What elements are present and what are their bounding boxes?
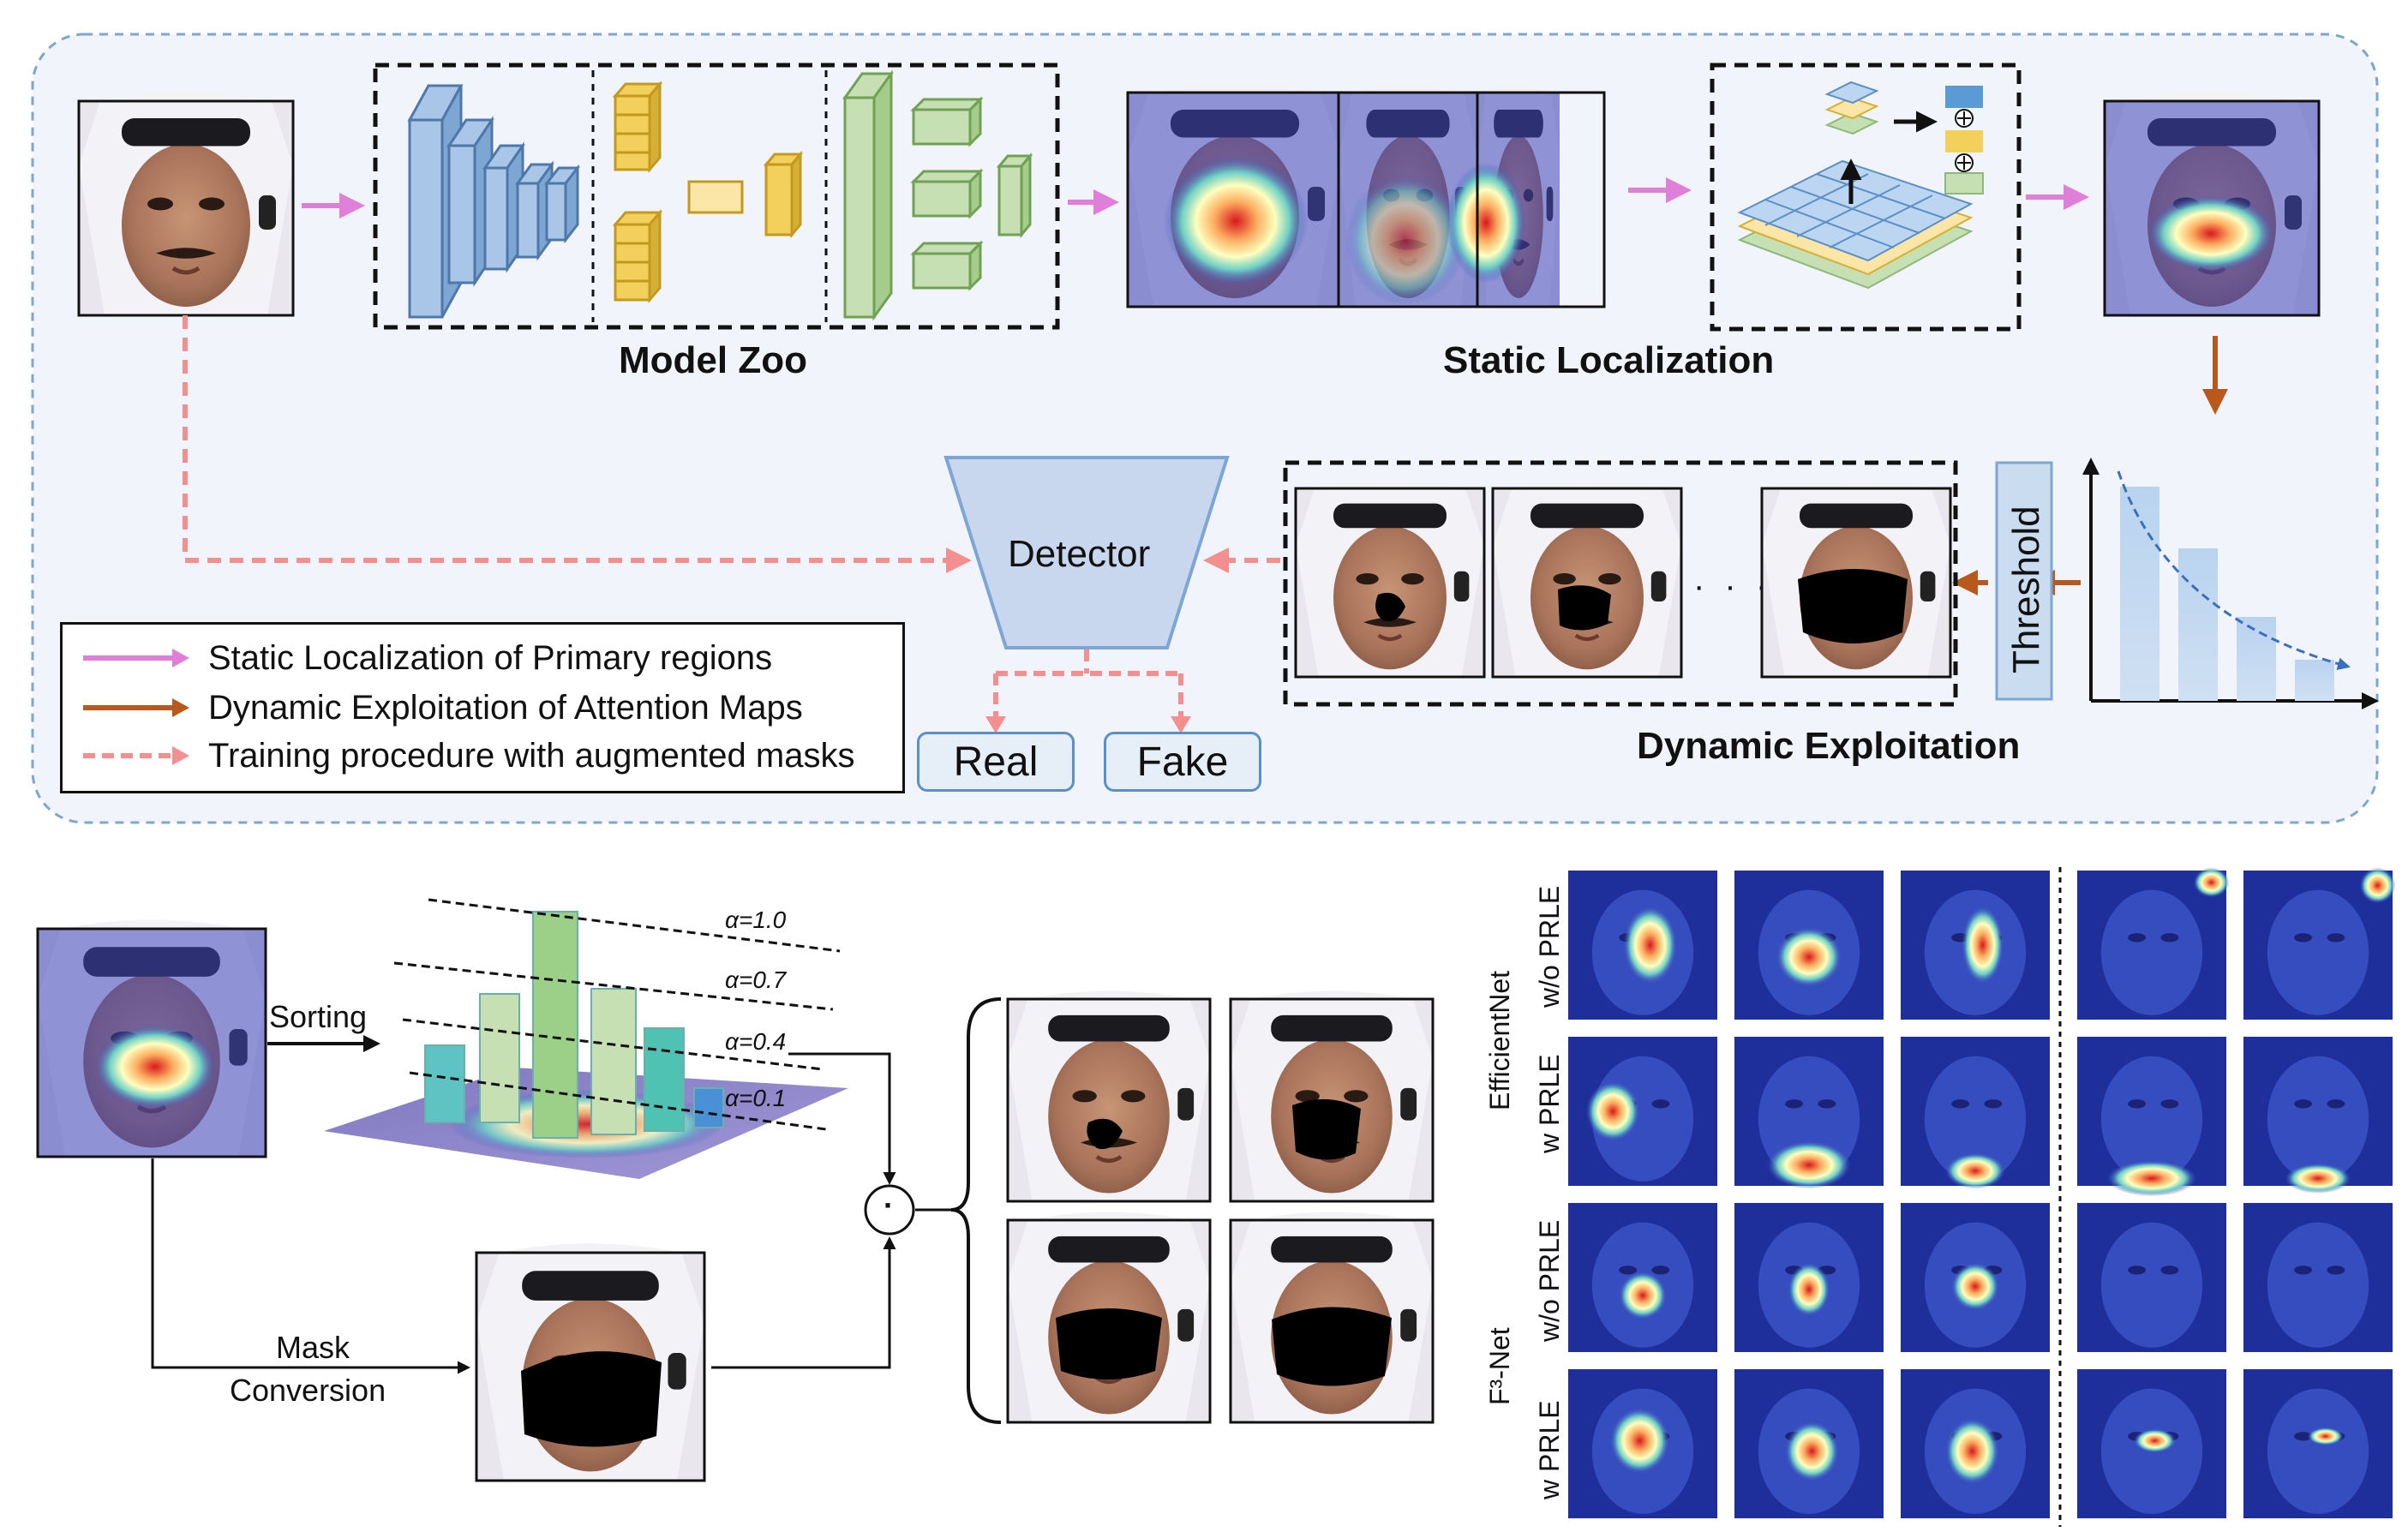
attention-map-thumbnail [2077,1203,2226,1352]
attention-map-thumbnail [1734,1203,1884,1352]
attention-map-grid [1568,867,2396,1518]
static-localization-label: Static Localization [1443,339,1775,381]
attention-map-thumbnail [1901,871,2050,1020]
dynamic-exploitation-label: Dynamic Exploitation [1637,725,2021,767]
row-label-1: w/o PRLE [1534,885,1565,1008]
input-face-image [79,93,293,315]
mask-conversion-face [476,1243,704,1481]
legend-dashed-arrow-icon [83,746,189,765]
mask-label: Mask [276,1330,350,1365]
attention-map-thumbnail [1568,1037,1717,1186]
arrow-mask-to-odot [711,1236,896,1369]
legend-label-dynamic: Dynamic Exploitation of Attention Maps [208,688,803,727]
legend-label-static: Static Localization of Primary regions [208,638,773,677]
bottom-sorting-face [36,919,267,1158]
attention-map-thumbnail [1901,1203,2050,1352]
ellipsis-label: · · · [1693,567,1773,605]
attention-map-thumbnail [2077,1369,2226,1518]
attention-map-thumbnail [2077,867,2230,1020]
cnn-green-layers [842,69,1033,321]
augmented-mask-3 [1008,1212,1210,1422]
legend-box: Static Localization of Primary regions D… [60,622,905,793]
attention-map-thumbnail [2243,1369,2393,1518]
arrow-input-to-detector [183,315,972,573]
augmented-mask-4 [1231,1212,1433,1422]
attention-map-thumbnail [1568,1203,1717,1352]
augmented-mask-2 [1231,991,1433,1201]
threshold-box [1995,461,2053,701]
group-label-f3net: F³-Net [1484,1327,1515,1405]
sorting-label: Sorting [269,999,368,1034]
output-brace [950,997,1002,1424]
group-label-efficientnet: EfficientNet [1484,970,1515,1110]
detector-label: Detector [1008,533,1151,575]
dynamic-exploitation-box [1283,460,1958,707]
detector-box [943,456,1230,649]
legend-item-dynamic: Dynamic Exploitation of Attention Maps [80,685,803,731]
attention-map-thumbnail [1734,871,1884,1020]
masked-face-1 [1296,481,1484,677]
threshold-bar-chart [2082,458,2379,709]
legend-item-static: Static Localization of Primary regions [80,635,772,681]
cnn-yellow-blocks [612,80,804,304]
sorting-3d-histogram [324,911,848,1179]
attention-map-thumbnail [1901,1037,2050,1189]
fake-label: Fake [1104,732,1261,792]
row-label-4: w PRLE [1534,1400,1565,1499]
masked-face-3 [1762,481,1950,677]
localized-face-image [2103,93,2321,317]
legend-pink-arrow-icon [83,649,189,667]
arrow-detector-outputs [993,649,1183,727]
attention-map-thumbnail [1901,1369,2050,1518]
attention-map-thumbnail [2077,1037,2226,1197]
alpha-label-3: α=0.4 [725,1028,787,1055]
alpha-label-2: α=0.7 [725,966,787,993]
model-zoo-box [373,63,1060,330]
threshold-label: Threshold [2005,506,2047,673]
alpha-threshold-lines [393,898,841,1131]
static-localization-box [1710,63,2022,332]
static-localization-grid [1737,81,1984,290]
attention-map-thumbnail [2243,1037,2393,1194]
masked-face-2 [1493,481,1681,677]
alpha-label-1: α=1.0 [725,907,787,933]
conversion-label: Conversion [230,1373,386,1408]
attention-map-thumbnail [2243,867,2396,1020]
arrow-alpha-to-odot [788,1052,896,1185]
arrow-mask-conversion [151,1158,470,1374]
legend-label-training: Training procedure with augmented masks [208,736,855,775]
augmented-mask-1 [1008,991,1210,1201]
real-label: Real [917,732,1075,792]
attention-map-thumbnail [1734,1369,1884,1518]
legend-item-training: Training procedure with augmented masks [80,733,854,779]
heatmap-stack [1126,84,1606,308]
model-zoo-label: Model Zoo [619,339,807,381]
attention-map-thumbnail [1734,1037,1884,1189]
odot-symbol: · [884,1188,894,1223]
row-label-3: w/o PRLE [1534,1219,1565,1342]
row-label-2: w PRLE [1534,1054,1565,1153]
cnn-blue-layers [407,84,581,319]
attention-map-thumbnail [1568,871,1717,1020]
attention-map-thumbnail [1568,1369,1717,1518]
legend-brown-arrow-icon [83,698,189,717]
odot-operator [864,1184,915,1236]
attention-map-thumbnail [2243,1203,2393,1352]
alpha-label-4: α=0.1 [725,1085,787,1111]
